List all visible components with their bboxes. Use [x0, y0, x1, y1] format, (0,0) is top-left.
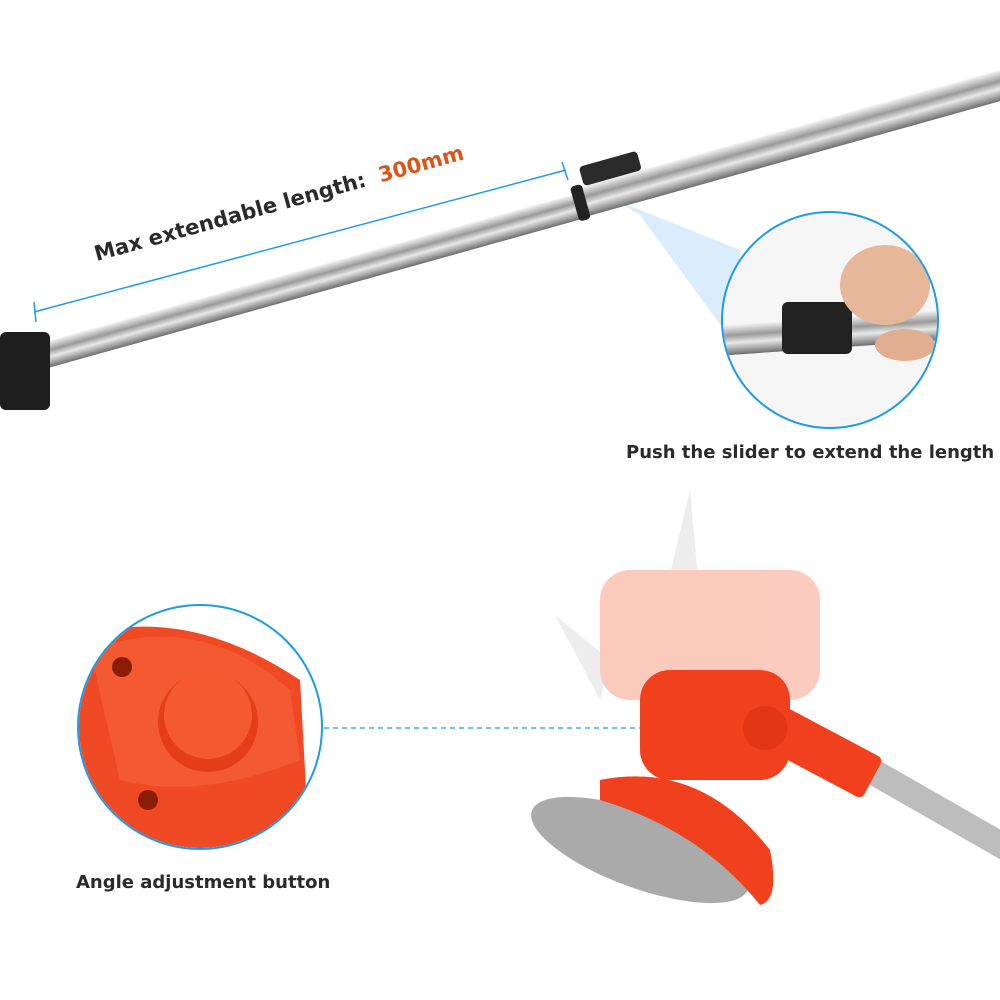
telescopic-pole — [0, 38, 1000, 386]
angle-button-detail-circle — [77, 604, 323, 850]
measure-line — [33, 169, 567, 313]
slider-button — [579, 151, 641, 186]
clamp — [0, 332, 50, 410]
grass-trimmer — [531, 490, 1000, 905]
slider-detail-circle — [721, 211, 939, 429]
angle-button-caption: Angle adjustment button — [76, 872, 331, 893]
slider-caption: Push the slider to extend the length — [626, 442, 995, 463]
zoom-beam — [615, 200, 740, 345]
